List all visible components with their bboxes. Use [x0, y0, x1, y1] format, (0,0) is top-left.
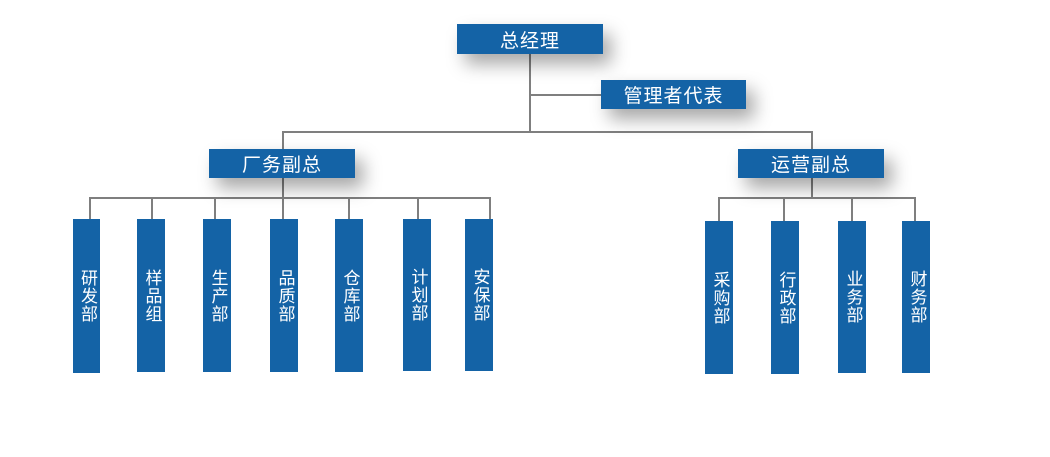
dept-box-purchasing: 采购部: [705, 221, 733, 374]
dept-box-warehouse: 仓库部: [335, 219, 363, 372]
connector-ops-vp: [811, 131, 813, 149]
dept-box-business: 业务部: [838, 221, 866, 373]
connector-ops-trunk: [811, 178, 813, 198]
dept-box-rd: 研发部: [73, 219, 100, 373]
connector-dept: [417, 197, 419, 219]
connector-factory-vp: [282, 131, 284, 149]
connector-dept: [282, 197, 284, 219]
connector-dept: [718, 197, 720, 221]
connector-dept: [489, 197, 491, 219]
ceo-box: 总经理: [457, 24, 603, 54]
connector-dept: [914, 197, 916, 221]
connector-ops-bar: [718, 197, 916, 199]
dept-box-quality: 品质部: [270, 219, 298, 372]
connector-vp-bar: [282, 131, 812, 133]
ops-vp-box: 运营副总: [738, 149, 884, 178]
mgmt-rep-box: 管理者代表: [601, 80, 746, 109]
dept-box-production: 生产部: [203, 219, 231, 372]
dept-box-admin: 行政部: [771, 221, 799, 374]
connector-ceo-trunk: [529, 53, 531, 132]
connector-factory-bar: [89, 197, 491, 199]
connector-dept: [783, 197, 785, 221]
factory-vp-box: 厂务副总: [209, 149, 355, 178]
connector-dept: [214, 197, 216, 219]
connector-factory-trunk: [282, 178, 284, 198]
connector-dept: [851, 197, 853, 221]
dept-box-security: 安保部: [465, 219, 493, 371]
connector-dept: [151, 197, 153, 219]
connector-mgmt-rep: [529, 94, 601, 96]
dept-box-planning: 计划部: [403, 219, 431, 371]
dept-box-sample: 样品组: [137, 219, 165, 372]
connector-dept: [89, 197, 91, 219]
dept-box-finance: 财务部: [902, 221, 930, 373]
connector-dept: [348, 197, 350, 219]
